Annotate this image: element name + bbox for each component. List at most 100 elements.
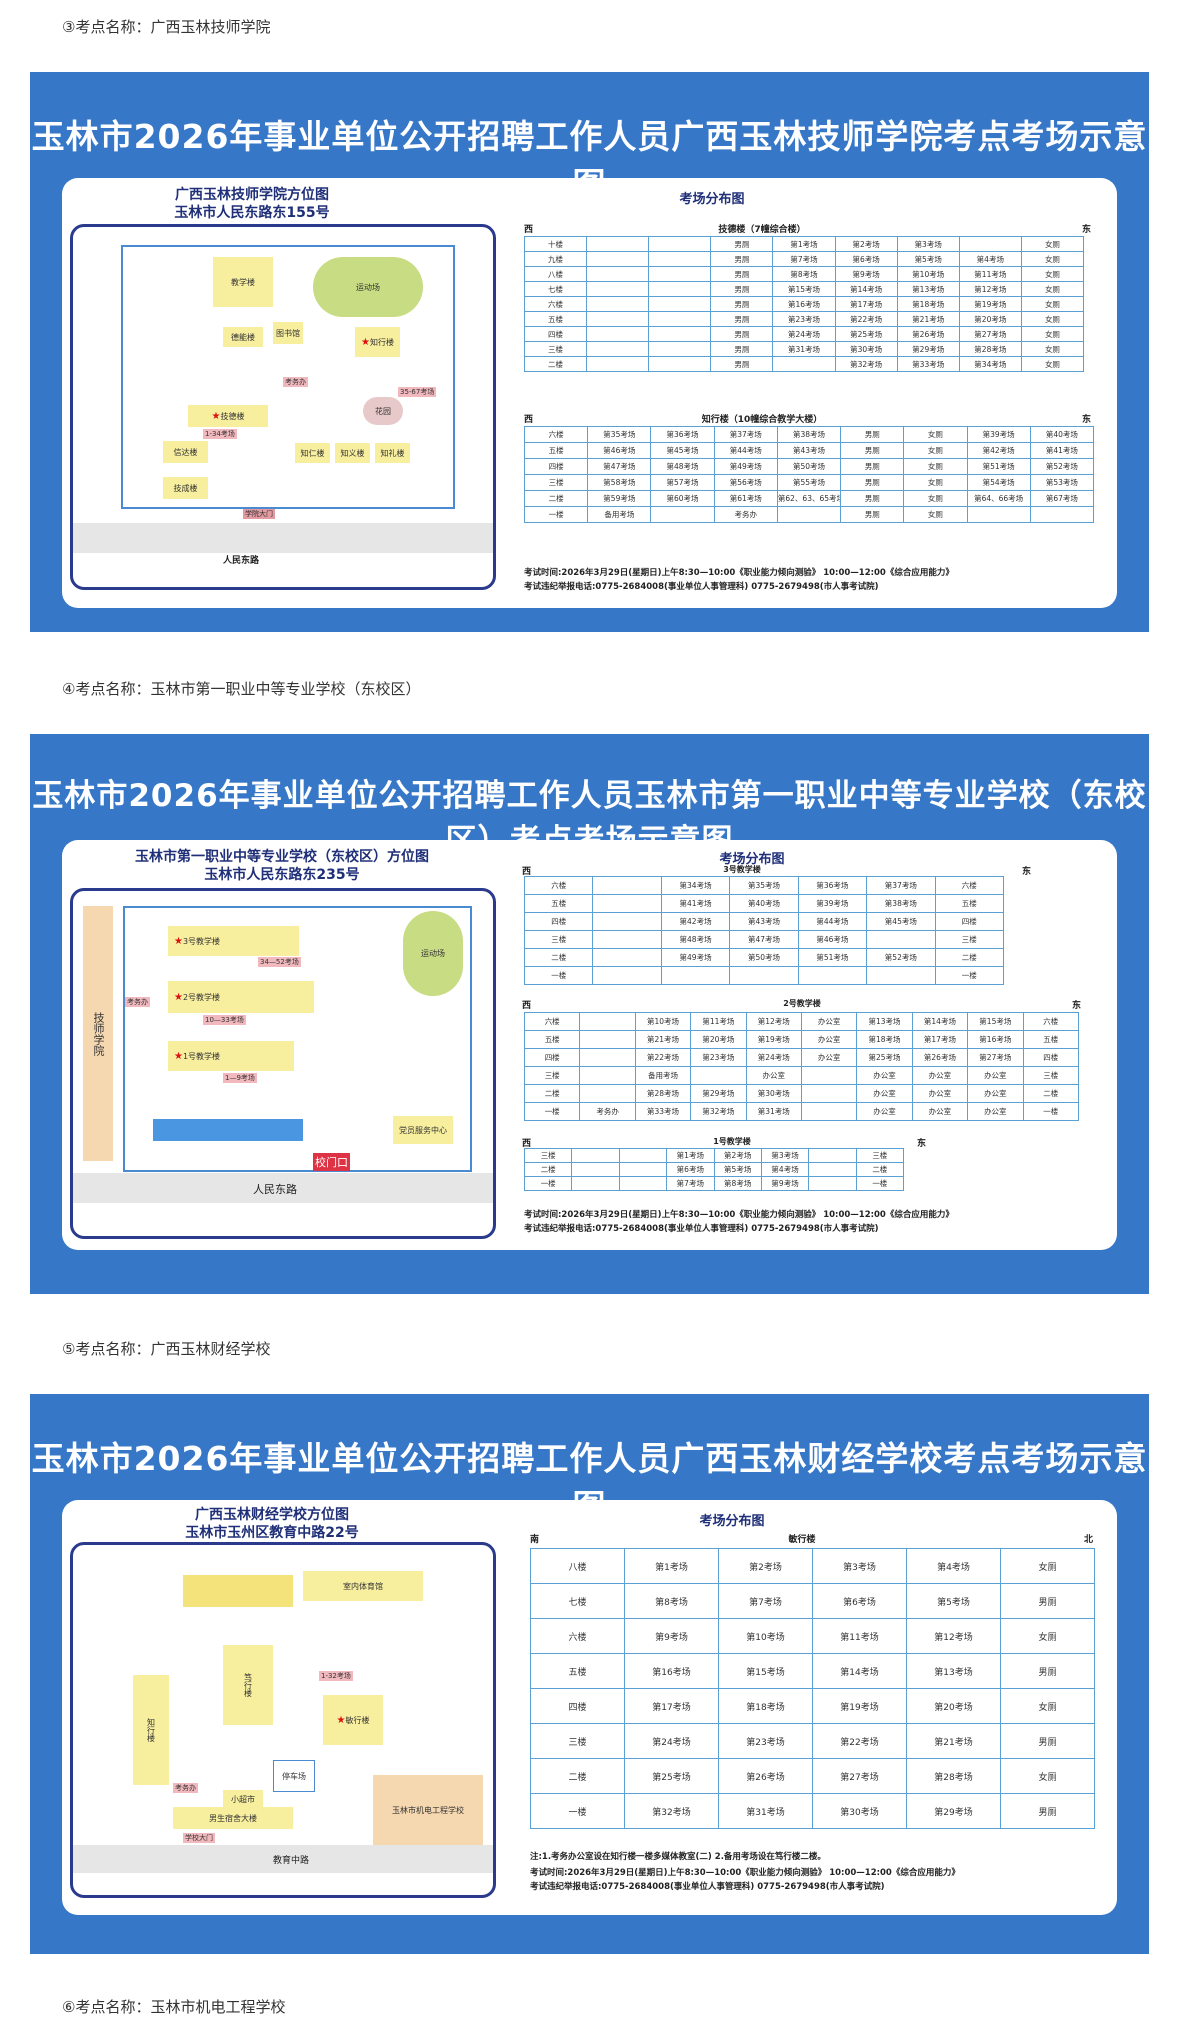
table-cell: 女厕 [903,474,968,491]
building-jide: ★技德楼 [188,405,268,427]
table-cell: 女厕 [1020,236,1085,252]
dorm: 男生宿舍大楼 [173,1807,293,1829]
table-cell: 男厕 [710,326,774,342]
table-cell: 第54考场 [966,474,1031,491]
table-row: 四楼第22考场第23考场第24考场办公室第25考场第26考场第27考场四楼 [523,1048,1080,1067]
table-cell: 第60考场 [650,490,715,507]
table-cell: 女厕 [1000,1548,1095,1584]
exam-panel-caijing: 玉林市2026年事业单位公开招聘工作人员广西玉林财经学校考点考场示意图 广西玉林… [30,1394,1149,1954]
table-row: 五楼第46考场第45考场第44考场第43考场男厕女厕第42考场第41考场 [523,442,1095,459]
table-cell: 办公室 [967,1084,1024,1103]
table-cell: 一楼 [530,1793,625,1829]
table-cell: 第24考场 [624,1723,719,1759]
road [73,523,493,553]
table-cell: 第22考场 [634,1048,692,1067]
table-row: 六楼第35考场第36考场第37考场第38考场男厕女厕第39考场第40考场 [523,426,1095,443]
table-cell: 第23考场 [718,1723,813,1759]
table-cell: 五楼 [934,894,1005,913]
table-cell: 第5考场 [906,1583,1001,1619]
dir-west-2: 西 [524,415,534,425]
banner-title: 玉林市2026年事业单位公开招聘工作人员广西玉林技师学院考点考场示意图 [31,117,1148,204]
table-cell: 第1考场 [772,236,836,252]
table-cell [579,1084,636,1103]
table-cell: 女厕 [1000,1688,1095,1724]
table-cell: 第53考场 [1029,474,1095,491]
table-cell: 女厕 [1020,266,1085,282]
table-cell: 第10考场 [634,1012,692,1031]
exam-panel-jishi: 玉林市2026年事业单位公开招聘工作人员广西玉林技师学院考点考场示意图 广西玉林… [30,72,1149,632]
table-cell [586,251,650,267]
table-cell: 第32考场 [624,1793,719,1829]
table-cell: 第6考场 [834,251,898,267]
table-cell: 第14考场 [911,1012,969,1031]
table-cell: 第4考场 [958,251,1022,267]
table-cell: 第17考场 [834,296,898,312]
distribution-title: 考场分布图 [719,852,785,867]
table-cell: 第10考场 [718,1618,813,1654]
dir-east: 东 [1082,225,1092,235]
table-cell [808,1162,857,1177]
table-cell: 女厕 [903,458,968,475]
table-cell: 第27考场 [812,1758,907,1794]
table-cell [648,251,712,267]
table-cell: 十楼 [523,236,588,252]
table-cell: 第15考场 [718,1653,813,1689]
table-cell: 第30考场 [812,1793,907,1829]
table-cell: 男厕 [710,311,774,327]
table-cell: 第16考场 [772,296,836,312]
table-cell: 第49考场 [713,458,778,475]
table-cell [648,356,712,372]
table-cell: 考务办 [713,506,778,523]
map-title: 广西玉林技师学院方位图玉林市人民东路东155号 [174,187,330,221]
table-cell: 第3考场 [812,1548,907,1584]
table-cell: 办公室 [745,1066,802,1085]
table-cell: 三楼 [934,930,1005,949]
table-cell [571,1176,620,1191]
table-cell: 第13考场 [906,1653,1001,1689]
table-cell: 一楼 [523,1102,581,1121]
table-cell: 一楼 [934,966,1005,985]
building-2: ★2号教学楼 [168,981,314,1013]
table-row: 七楼男厕第15考场第14考场第13考场第12考场女厕 [523,281,1085,297]
table-cell: 第36考场 [797,876,868,895]
table-cell [800,1066,858,1085]
table-cell: 第36考场 [650,426,715,443]
exam-time-note: 考试时间:2026年3月29日(星期日)上午8:30—10:00《职业能力倾向测… [530,1868,960,1878]
table-cell: 办公室 [856,1102,913,1121]
table-cell: 六楼 [934,876,1005,895]
table-cell: 男厕 [710,266,774,282]
table-cell: 一楼 [523,1176,573,1191]
building-xinda: 信达楼 [163,441,208,463]
table-cell: 第37考场 [866,876,936,895]
table-cell: 第67考场 [1029,490,1095,507]
table-cell: 第34考场 [958,356,1022,372]
table-cell: 第21考场 [906,1723,1001,1759]
table-cell: 第58考场 [587,474,652,491]
table-cell: 男厕 [710,236,774,252]
campus-boundary [123,906,472,1172]
service-center: 党员服务中心 [393,1116,453,1144]
room-label-35-67: 35-67考场 [398,387,437,397]
table-cell [571,1148,620,1163]
building-1: ★1号教学楼 [168,1041,294,1071]
table-row: 一楼一楼 [523,966,1005,985]
table-cell: 第29考场 [896,341,960,357]
table-cell: 第2考场 [713,1148,762,1163]
building-minxing: ★敏行楼 [323,1695,383,1745]
table-cell: 第57考场 [650,474,715,491]
table-cell: 二楼 [530,1758,625,1794]
table-cell: 第24考场 [772,326,836,342]
campus-map: 技师学院 ★3号教学楼 34—52考场 ★2号教学楼 考务办 10—33考场 ★… [70,888,496,1239]
table-cell: 第17考场 [911,1030,969,1049]
table-cell: 二楼 [934,948,1005,967]
table-cell: 第27考场 [958,326,1022,342]
table-cell: 第44考场 [797,912,868,931]
table-cell: 第29考场 [906,1793,1001,1829]
table-cell: 第15考场 [967,1012,1024,1031]
table-cell: 第28考场 [906,1758,1001,1794]
dir-south: 南 [530,1535,540,1545]
table-cell: 办公室 [911,1084,969,1103]
table-cell: 第40考场 [1029,426,1095,443]
table-cell: 七楼 [523,281,588,297]
table-cell [592,948,662,967]
